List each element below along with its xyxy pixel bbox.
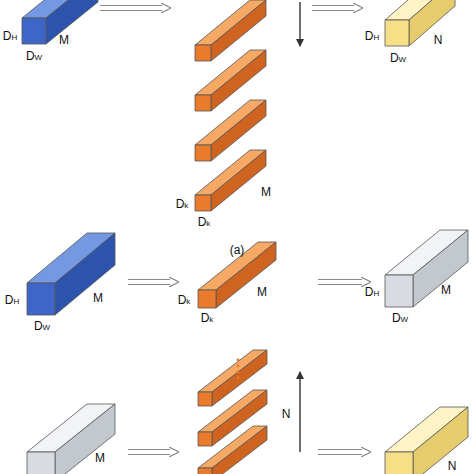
channel-label: M <box>95 452 105 464</box>
dimension-label: DW <box>390 52 406 64</box>
ellipsis-dot <box>237 377 240 380</box>
ellipsis-dot <box>237 371 240 374</box>
flow-arrow <box>318 449 362 450</box>
dimension-label: DW <box>34 320 50 332</box>
intermediate-tensor <box>55 404 115 474</box>
pointwise-kernel <box>198 468 212 474</box>
flow-arrow <box>128 449 170 450</box>
kernel <box>195 45 211 61</box>
channel-label: N <box>434 34 443 46</box>
flow-arrow-head <box>360 452 370 453</box>
flow-arrow <box>318 279 362 280</box>
flow-arrow-head <box>160 8 170 9</box>
dimension-label: DW <box>26 50 42 62</box>
kernel <box>195 95 211 111</box>
dimension-label: DW <box>392 312 408 324</box>
flow-arrow-head <box>168 282 178 283</box>
flow-arrow-head <box>360 282 370 283</box>
channel-label: M <box>441 284 451 296</box>
pointwise-kernel <box>198 392 212 406</box>
channel-label: M <box>261 186 271 198</box>
dimension-label: DH <box>365 30 379 42</box>
flow-arrow <box>100 5 162 6</box>
input-tensor <box>27 283 55 315</box>
count-arrow <box>299 372 300 452</box>
flow-arrow <box>128 279 170 280</box>
flow-arrow <box>128 454 170 455</box>
flow-arrow <box>312 5 354 6</box>
output-tensor <box>409 0 455 46</box>
dimension-label: Dk <box>178 294 191 306</box>
count-arrow <box>299 2 300 46</box>
output-tensor <box>385 20 409 46</box>
flow-arrow <box>100 10 162 11</box>
dimension-label: DH <box>365 286 379 298</box>
output-tensor <box>385 452 413 474</box>
input-tensor <box>22 18 46 44</box>
channel-label: M <box>59 34 69 46</box>
pointwise-kernel <box>212 426 267 474</box>
channel-label: N <box>282 408 291 420</box>
kernel <box>195 195 211 211</box>
ellipsis-dot <box>237 365 240 368</box>
intermediate-tensor <box>413 230 468 307</box>
dimension-label: Dk <box>198 216 211 228</box>
channel-label: M <box>257 286 267 298</box>
kernel <box>211 150 266 211</box>
ellipsis-dot <box>237 359 240 362</box>
flow-arrow <box>318 454 362 455</box>
pointwise-kernel <box>198 432 212 446</box>
flow-arrow-head <box>168 452 178 453</box>
dimension-label: DH <box>3 30 17 42</box>
dimension-label: DH <box>5 294 19 306</box>
intermediate-tensor <box>27 452 55 474</box>
kernel <box>195 145 211 161</box>
input-tensor <box>46 0 98 44</box>
flow-arrow <box>128 284 170 285</box>
input-tensor <box>55 233 115 315</box>
panel-label: (a) <box>230 244 245 256</box>
depthwise-kernel <box>198 290 216 308</box>
dimension-label: Dk <box>201 312 214 324</box>
intermediate-tensor <box>385 275 413 307</box>
flow-arrow-head <box>352 8 362 9</box>
flow-arrow <box>318 284 362 285</box>
depthwise-kernel <box>216 242 276 308</box>
channel-label: N <box>448 460 457 472</box>
output-tensor <box>413 407 468 474</box>
channel-label: M <box>93 292 103 304</box>
dimension-label: Dk <box>176 198 189 210</box>
flow-arrow <box>312 10 354 11</box>
